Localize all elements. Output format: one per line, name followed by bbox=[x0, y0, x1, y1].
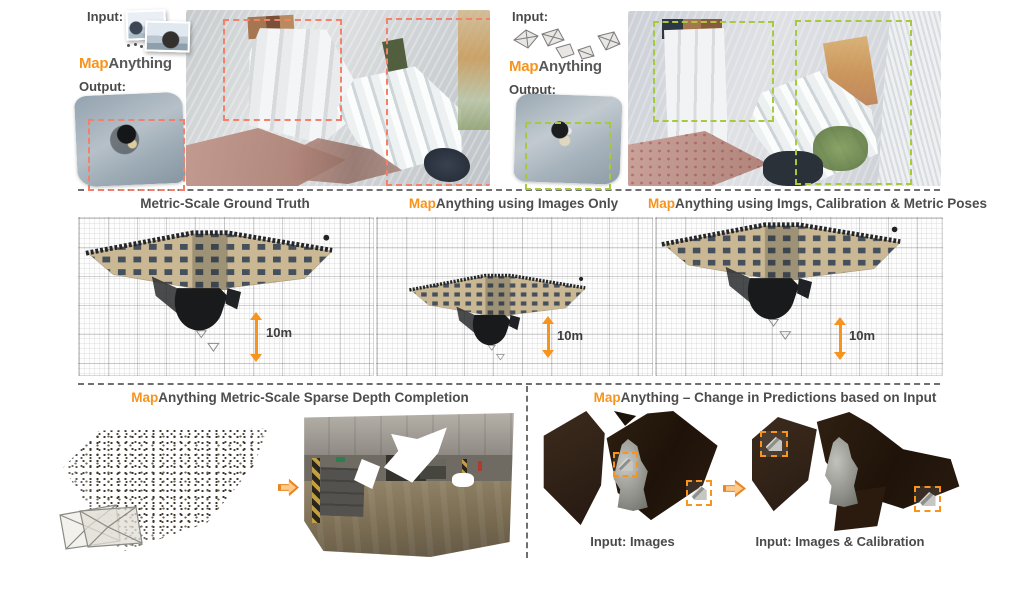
building-pointcloud-imgs-calib bbox=[661, 222, 901, 341]
decor-dark-blob bbox=[424, 148, 470, 182]
dashed-separator-top bbox=[78, 189, 940, 191]
title-map: Map bbox=[593, 390, 621, 405]
scale-label-gt: 10m bbox=[266, 325, 293, 340]
decor-fire-extinguisher bbox=[478, 461, 482, 471]
panel-title-images-only: MapAnything using Images Only bbox=[376, 196, 651, 211]
panel-title-ground-truth: Metric-Scale Ground Truth bbox=[140, 196, 310, 211]
highlight-box-orange-frustum-2 bbox=[686, 480, 712, 506]
highlight-box-green-thumb bbox=[525, 122, 611, 190]
building-pointcloud-gt bbox=[85, 230, 333, 352]
title-sparse-depth-completion: MapAnything Metric-Scale Sparse Depth Co… bbox=[85, 390, 515, 405]
forward-arrow-icon-predictions bbox=[723, 479, 746, 498]
highlight-box-red-a bbox=[223, 19, 342, 121]
title-rest: Anything – Change in Predictions based o… bbox=[620, 390, 937, 405]
caption-input-images: Input: Images bbox=[590, 534, 675, 549]
decor-hazard-stripe-left bbox=[312, 458, 320, 523]
highlight-box-orange-frustum-4 bbox=[914, 486, 941, 512]
highlight-box-green-b bbox=[795, 20, 912, 185]
mini-frustum-icon bbox=[765, 436, 783, 452]
dense-reconstruction-garage bbox=[304, 413, 514, 557]
brand-map: Map bbox=[79, 55, 109, 72]
camera-frustum-wireframes-icon bbox=[59, 504, 143, 550]
caption-input-images-calibration: Input: Images & Calibration bbox=[755, 534, 925, 549]
brand-anything: Anything bbox=[538, 58, 602, 75]
scale-label-images-only: 10m bbox=[557, 328, 584, 343]
decor-textured-wall bbox=[878, 11, 941, 186]
title-rest: Anything using Imgs, Calibration & Metri… bbox=[675, 196, 988, 211]
reconstruction-large-view-left bbox=[186, 10, 490, 186]
output-label-left: Output: bbox=[79, 79, 126, 94]
building-pointcloud-images-only bbox=[409, 273, 586, 361]
title-change-in-predictions: MapAnything – Change in Predictions base… bbox=[550, 390, 980, 405]
brand-anything: Anything bbox=[108, 55, 172, 72]
forward-arrow-icon-depth bbox=[278, 478, 299, 497]
decor-warm-edge bbox=[458, 10, 490, 130]
title-rest: Anything Metric-Scale Sparse Depth Compl… bbox=[158, 390, 469, 405]
mini-frustum-icon bbox=[691, 485, 707, 501]
dashed-divider-vertical bbox=[526, 386, 528, 558]
decor-hazard-stripe-right bbox=[462, 459, 467, 473]
brand-mapanything-right: MapAnything bbox=[509, 58, 602, 75]
highlight-box-orange-frustum-1 bbox=[613, 452, 638, 477]
title-rest: Anything using Images Only bbox=[435, 196, 619, 211]
brand-mapanything-left: MapAnything bbox=[79, 55, 172, 72]
title-map: Map bbox=[408, 196, 436, 211]
title-map: Map bbox=[131, 390, 159, 405]
reconstruction-large-view-right bbox=[628, 11, 941, 186]
camera-frustums-icon bbox=[513, 28, 621, 60]
input-label-left: Input: bbox=[87, 9, 124, 24]
highlight-box-orange-frustum-3 bbox=[760, 431, 788, 457]
dashed-separator-bottom bbox=[78, 383, 940, 385]
camera-dots-icon bbox=[127, 43, 145, 48]
decor-dark-blob bbox=[763, 151, 823, 186]
brand-map: Map bbox=[509, 58, 539, 75]
title-map: Map bbox=[648, 196, 675, 211]
mesh-prediction-images-calibration bbox=[752, 412, 968, 536]
mini-frustum-icon bbox=[618, 457, 633, 472]
scale-arrow-icon-gt bbox=[250, 312, 262, 362]
mesh-prediction-images bbox=[540, 411, 725, 535]
panel-title-imgs-calib-poses: MapAnything using Imgs, Calibration & Me… bbox=[648, 196, 987, 211]
input-photo-2 bbox=[144, 20, 191, 53]
decor-exit-sign bbox=[336, 457, 345, 462]
highlight-box-red-thumb bbox=[88, 119, 185, 191]
highlight-box-red-b bbox=[386, 18, 490, 186]
scale-arrow-icon-images-only bbox=[542, 316, 554, 358]
input-label-right: Input: bbox=[512, 9, 549, 24]
scale-arrow-icon-imgs-calib bbox=[834, 317, 846, 360]
mini-frustum-icon bbox=[919, 491, 936, 507]
decor-hole-3 bbox=[452, 473, 474, 487]
scale-label-imgs-calib: 10m bbox=[849, 328, 876, 343]
highlight-box-green-a bbox=[653, 21, 774, 122]
